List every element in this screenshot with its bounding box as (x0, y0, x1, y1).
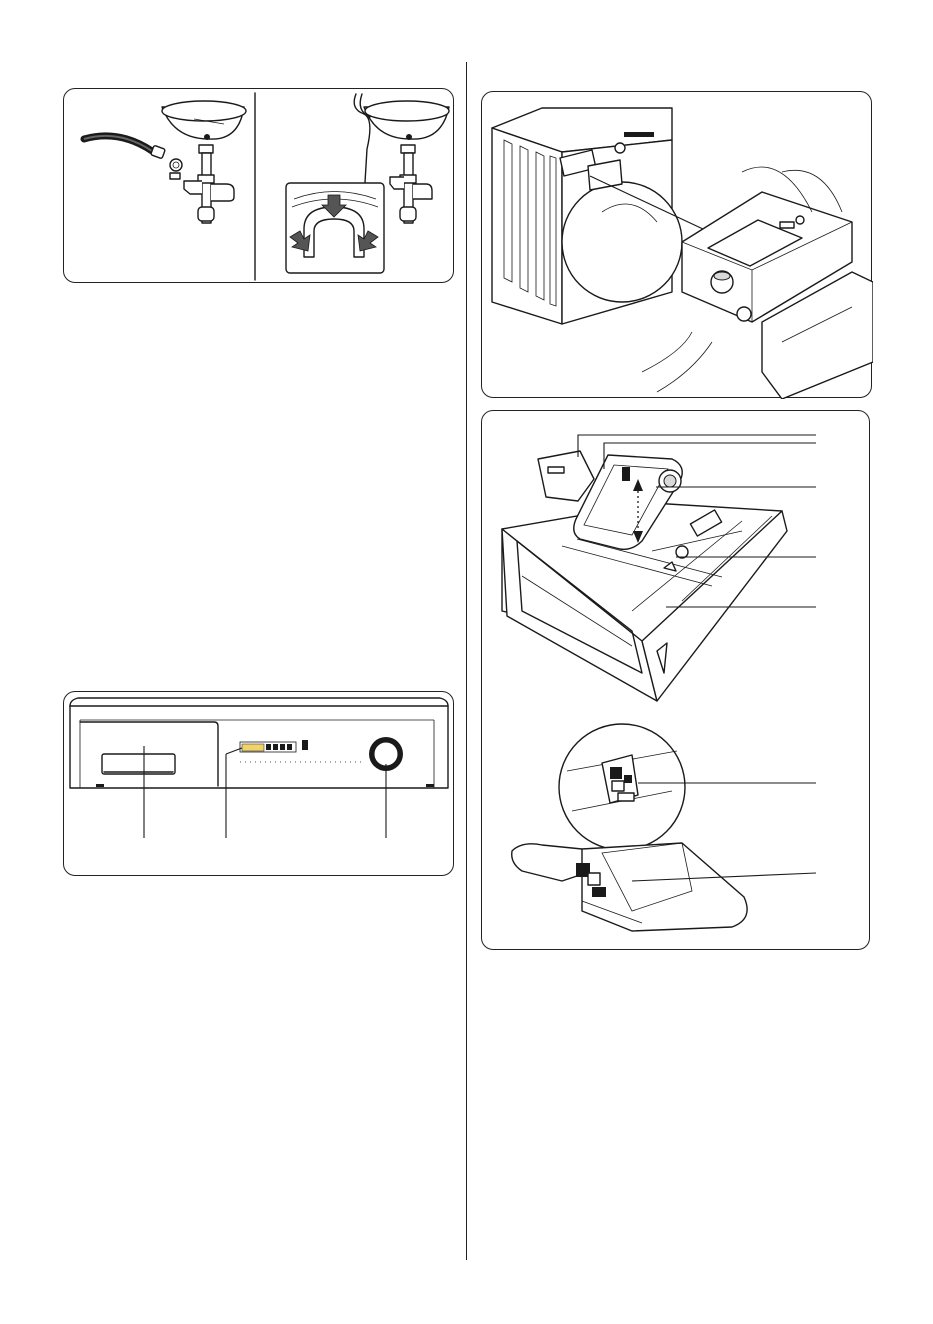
drawer-pull-illustration (482, 92, 873, 399)
drawer-icon (642, 167, 873, 399)
hose-icon (84, 136, 165, 159)
display-icon (240, 740, 364, 762)
column-divider (466, 62, 467, 1260)
figure-detergent-drawer-pull (481, 91, 872, 398)
hose-hook-icon (286, 183, 384, 273)
figure-detergent-drawer-parts (481, 410, 870, 950)
detergent-drawer-icon (80, 722, 218, 786)
siphon-cap-icon (559, 724, 685, 850)
hose-clip-icon (170, 159, 182, 179)
callout-line-1 (578, 435, 816, 457)
figure-drain-hose-connection (63, 88, 454, 283)
drain-hose-illustration (64, 89, 455, 284)
figure-control-panel-overview (63, 691, 454, 876)
control-panel-illustration (64, 692, 455, 877)
detergent-scoop-icon (512, 843, 747, 931)
drawer-parts-illustration (482, 411, 871, 951)
washing-machine-icon (492, 108, 682, 324)
